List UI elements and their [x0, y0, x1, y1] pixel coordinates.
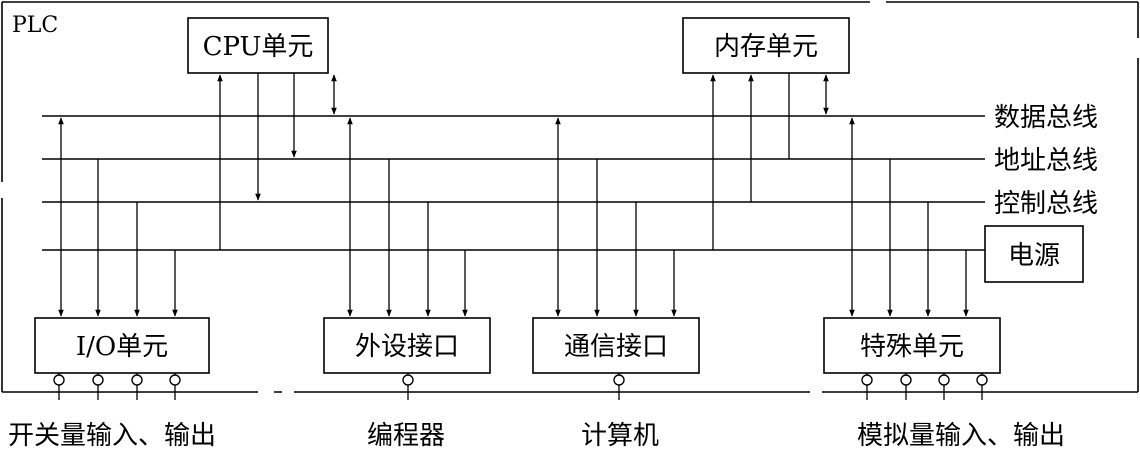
address-bus-label: 地址总线 — [994, 146, 1098, 176]
analog-terminal — [938, 374, 950, 386]
comm-interface-label: 通信接口 — [564, 332, 668, 362]
programmer-label: 编程器 — [367, 421, 445, 451]
analog-terminal — [861, 374, 873, 386]
io-terminal — [131, 374, 143, 386]
comm-interface-box — [532, 317, 700, 374]
data-bus-label: 数据总线 — [994, 103, 1098, 133]
memory-unit-box — [682, 17, 850, 74]
cpu-unit-label: CPU单元 — [203, 32, 314, 62]
special-unit-box — [823, 317, 1001, 374]
io-terminal — [169, 374, 181, 386]
plc-frame — [1, 1, 1139, 393]
power-box — [984, 225, 1084, 283]
io-terminal — [53, 374, 65, 386]
control-bus-label: 控制总线 — [994, 189, 1098, 219]
analog-terminal — [900, 374, 912, 386]
computer-terminal — [613, 374, 625, 386]
analog-bottom-label: 模拟量输入、输出 — [857, 421, 1065, 451]
special-unit-label: 特殊单元 — [860, 332, 964, 362]
io-bottom-label: 开关量输入、输出 — [8, 421, 216, 451]
programmer-terminal — [402, 374, 414, 386]
peripheral-interface-label: 外设接口 — [355, 332, 459, 362]
io-terminal — [92, 374, 104, 386]
peripheral-interface-box — [323, 317, 491, 374]
computer-label: 计算机 — [581, 421, 659, 451]
memory-unit-label: 内存单元 — [714, 32, 818, 62]
io-unit-label: I/O单元 — [76, 332, 168, 362]
io-unit-box — [34, 317, 210, 374]
power-label: 电源 — [1008, 241, 1060, 271]
plc-label: PLC — [12, 13, 58, 38]
analog-terminal — [976, 374, 988, 386]
